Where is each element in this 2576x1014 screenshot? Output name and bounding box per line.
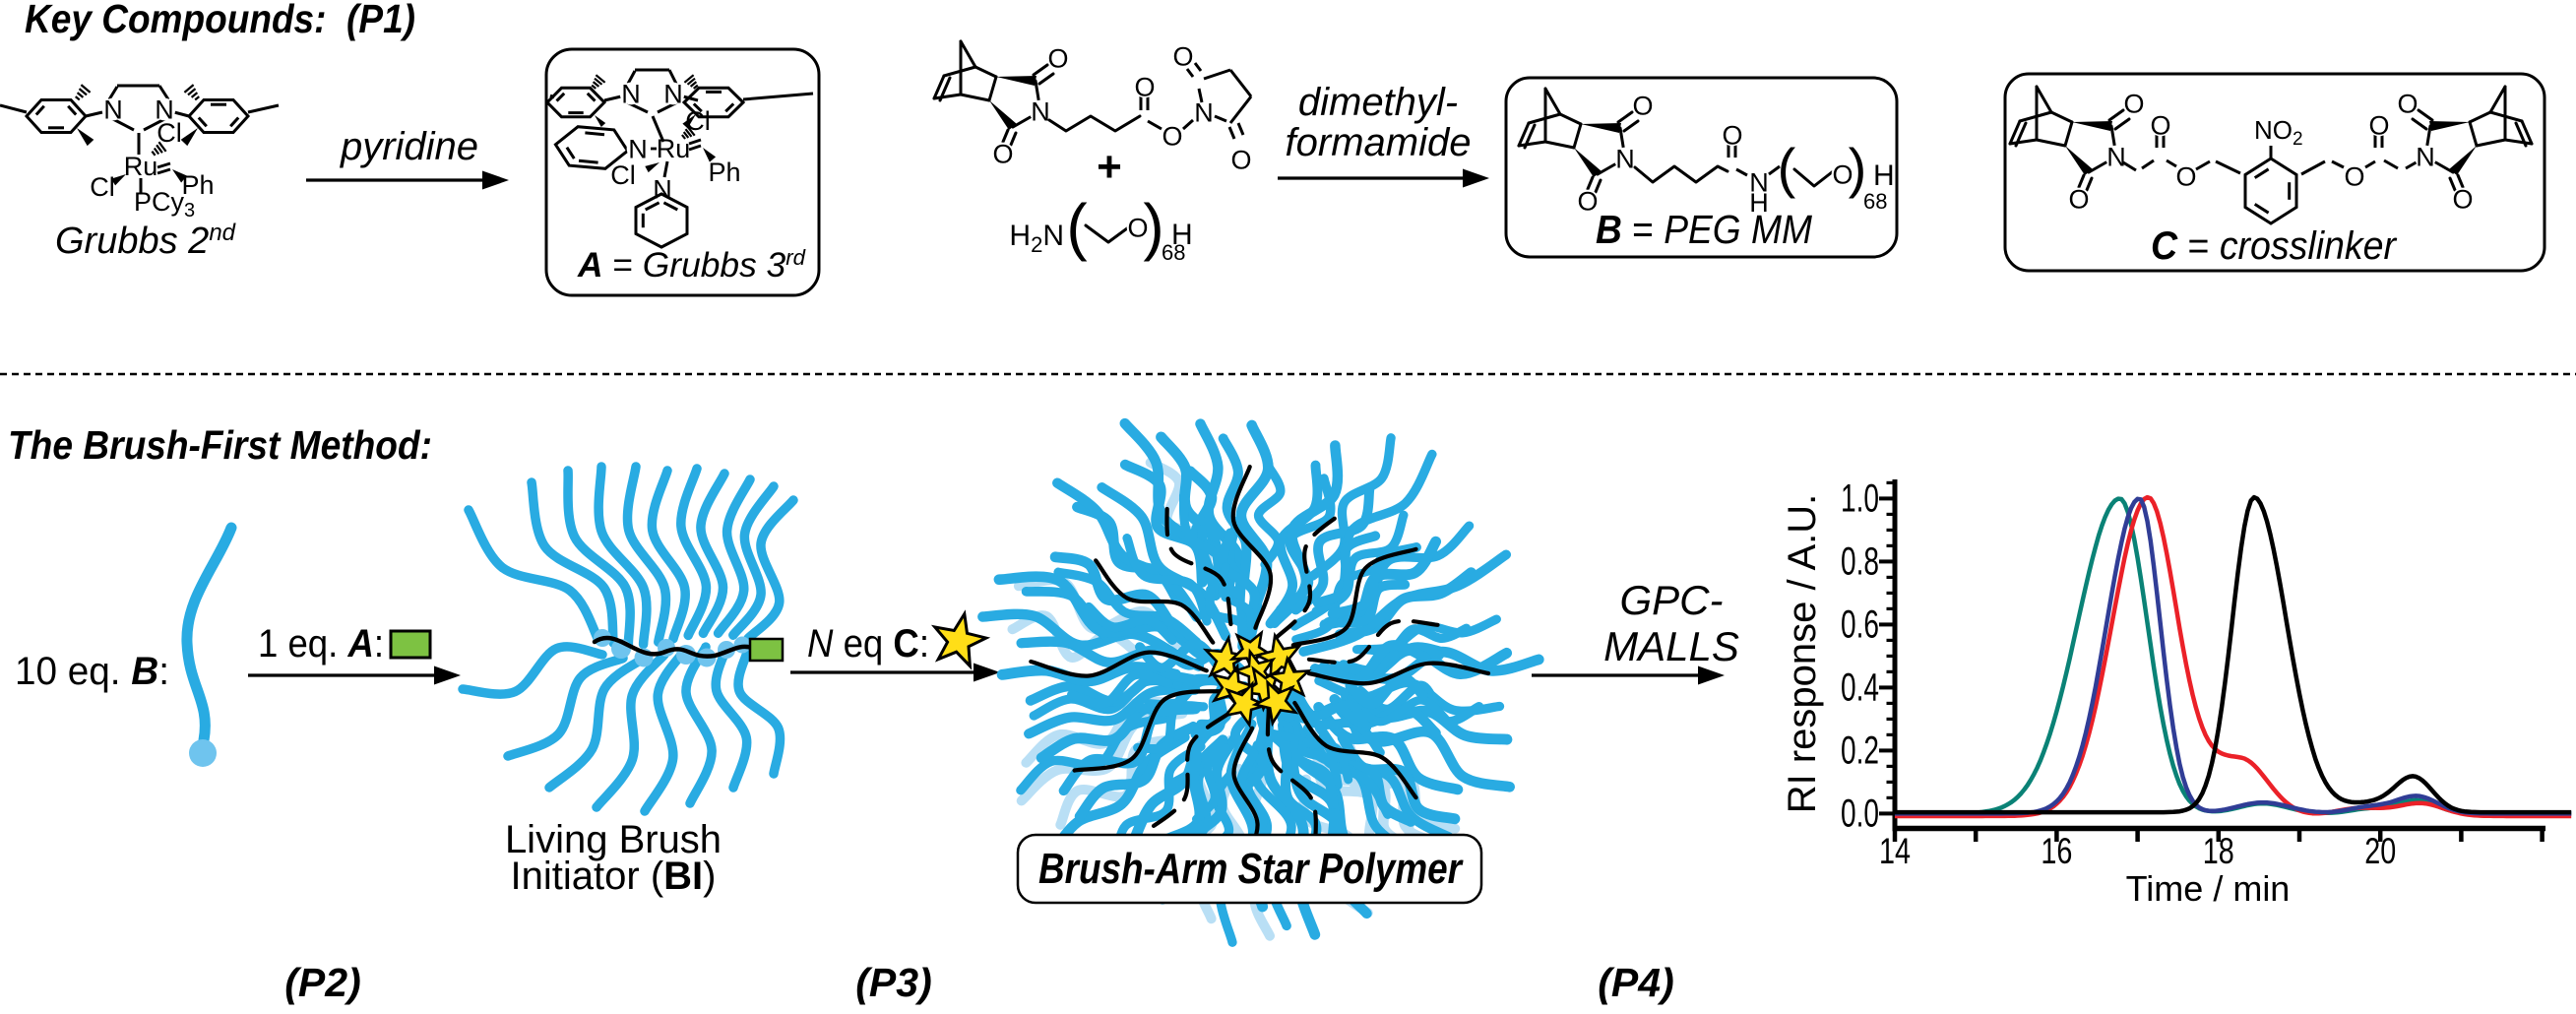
svg-text:Living Brush: Living Brush [505, 818, 722, 861]
svg-text:N: N [621, 80, 641, 109]
svg-text:GPC-: GPC- [1620, 577, 1724, 623]
svg-text:(P3): (P3) [855, 960, 931, 1005]
svg-text:N: N [155, 95, 174, 125]
svg-text:0.4: 0.4 [1841, 665, 1879, 709]
svg-text:): ) [1849, 137, 1867, 199]
svg-text:RI response / A.U.: RI response / A.U. [1781, 494, 1824, 814]
svg-text:(: ( [1778, 137, 1796, 199]
svg-text:Cl: Cl [157, 118, 182, 148]
svg-text:O: O [1632, 92, 1653, 121]
svg-text:H: H [1749, 188, 1769, 218]
svg-text:N eq C:: N eq C: [807, 622, 929, 665]
svg-text:(P2): (P2) [284, 960, 360, 1005]
svg-text:O: O [1134, 73, 1155, 102]
svg-text:O: O [992, 139, 1013, 168]
svg-text:N: N [653, 174, 672, 204]
svg-text:Cl: Cl [610, 160, 636, 190]
svg-text:Key Compounds: (P1): Key Compounds: (P1) [25, 0, 415, 41]
svg-text:+: + [1097, 143, 1122, 191]
svg-text:20: 20 [2364, 831, 2396, 871]
svg-text:N: N [1615, 144, 1635, 173]
svg-text:(P4): (P4) [1598, 960, 1673, 1005]
svg-text:18: 18 [2203, 831, 2234, 871]
svg-text:O: O [1722, 120, 1742, 150]
svg-text:O: O [1127, 213, 1148, 242]
svg-text:O: O [2397, 90, 2418, 119]
svg-text:N: N [2416, 142, 2435, 171]
svg-text:Brush-Arm Star Polymer: Brush-Arm Star Polymer [1038, 845, 1464, 893]
svg-text:O: O [1047, 44, 1068, 74]
svg-text:Time / min: Time / min [2126, 868, 2291, 909]
svg-text:formamide: formamide [1286, 121, 1472, 164]
svg-text:O: O [1172, 42, 1193, 72]
svg-text:N: N [663, 80, 683, 109]
svg-text:O: O [2150, 110, 2170, 140]
svg-text:O: O [2068, 184, 2089, 214]
svg-text:Cl: Cl [685, 106, 711, 136]
svg-text:Cl: Cl [90, 172, 115, 202]
svg-text:pyridine: pyridine [340, 125, 478, 168]
svg-text:1.0: 1.0 [1841, 476, 1879, 520]
svg-text:0.6: 0.6 [1841, 602, 1879, 646]
svg-text:O: O [2175, 161, 2196, 191]
svg-text:O: O [1230, 145, 1251, 174]
svg-text:Ru: Ru [124, 152, 158, 181]
svg-text:0.2: 0.2 [1841, 729, 1879, 772]
svg-text:O: O [1832, 159, 1853, 189]
svg-text:Initiator (BI): Initiator (BI) [511, 855, 717, 898]
svg-text:The Brush-First Method:: The Brush-First Method: [8, 422, 432, 468]
svg-text:O: O [2123, 90, 2144, 119]
svg-text:dimethyl-: dimethyl- [1298, 81, 1458, 124]
svg-text:A = Grubbs 3rd: A = Grubbs 3rd [577, 245, 806, 285]
svg-text:N: N [1031, 97, 1050, 127]
svg-text:N: N [1749, 167, 1769, 197]
svg-text:O: O [1577, 186, 1598, 216]
svg-text:MALLS: MALLS [1603, 623, 1739, 669]
svg-text:14: 14 [1879, 831, 1911, 871]
svg-text:H: H [1171, 219, 1193, 251]
svg-text:(: ( [1066, 191, 1087, 262]
svg-text:C = crosslinker: C = crosslinker [2151, 224, 2398, 268]
svg-text:O: O [2344, 161, 2364, 191]
svg-text:1 eq. A:: 1 eq. A: [258, 622, 384, 665]
svg-text:68: 68 [1162, 240, 1185, 265]
svg-text:O: O [1162, 121, 1182, 151]
svg-text:B = PEG MM: B = PEG MM [1596, 207, 1813, 252]
svg-text:O: O [2452, 184, 2473, 214]
svg-text:0.8: 0.8 [1841, 539, 1879, 583]
svg-text:N: N [103, 95, 123, 125]
svg-text:0.0: 0.0 [1841, 792, 1879, 835]
svg-text:10 eq. B:: 10 eq. B: [15, 650, 169, 693]
svg-text:PCy3: PCy3 [134, 187, 195, 222]
svg-text:Ph: Ph [708, 158, 740, 187]
svg-text:16: 16 [2041, 831, 2072, 871]
svg-text:N: N [2106, 142, 2126, 171]
svg-text:68: 68 [1863, 189, 1887, 214]
svg-text:Grubbs 2nd: Grubbs 2nd [55, 220, 236, 262]
svg-text:O: O [2368, 110, 2389, 140]
svg-text:H: H [1873, 159, 1895, 192]
svg-text:): ) [1143, 191, 1163, 262]
svg-text:N: N [628, 134, 648, 163]
svg-text:Ph: Ph [181, 170, 214, 200]
svg-text:N: N [1194, 98, 1214, 128]
